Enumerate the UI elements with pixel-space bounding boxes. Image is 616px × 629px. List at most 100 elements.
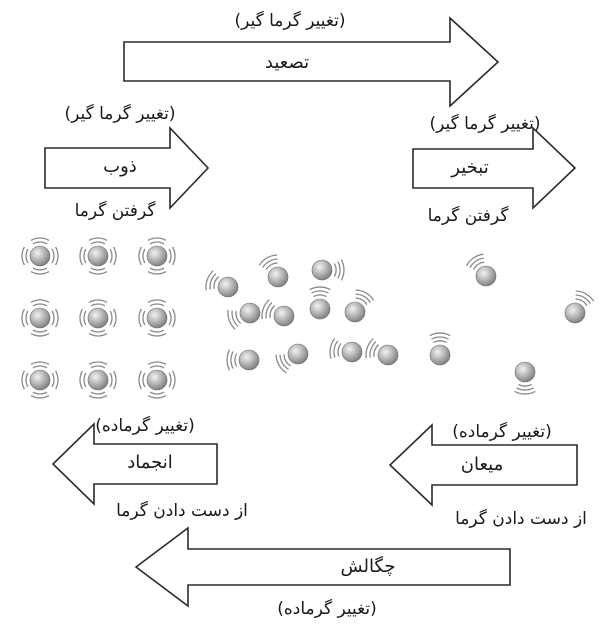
- vibration-arc: [30, 395, 50, 399]
- motion-arc: [337, 342, 342, 357]
- vibration-arc: [51, 372, 55, 388]
- motion-arc: [265, 262, 278, 270]
- deposition-arrow: [134, 526, 511, 608]
- motion-arc: [275, 354, 287, 374]
- vibration-arc: [142, 248, 146, 264]
- motion-arc: [235, 311, 242, 324]
- vibration-arc: [109, 372, 113, 388]
- vibration-arc: [147, 271, 167, 275]
- vibration-arc: [149, 329, 165, 333]
- liquid-particle: [238, 349, 260, 371]
- vibration-arc: [113, 246, 117, 266]
- vibration-arc: [149, 365, 165, 369]
- vibration-arc: [149, 241, 165, 245]
- vibration-arc: [142, 372, 146, 388]
- vibration-arc: [88, 299, 108, 303]
- vibration-arc: [79, 370, 83, 390]
- vibration-arc: [21, 370, 25, 390]
- motion-arc: [234, 353, 238, 367]
- melting-arrow: [44, 125, 210, 211]
- motion-arc: [226, 349, 231, 371]
- vibration-arc: [147, 299, 167, 303]
- solid-particle: [29, 369, 51, 391]
- motion-arc: [309, 286, 331, 291]
- vibration-arc: [147, 361, 167, 365]
- motion-arc: [337, 261, 341, 279]
- motion-arc: [469, 257, 484, 269]
- motion-arc: [433, 340, 447, 344]
- motion-arc: [209, 273, 217, 290]
- vibration-arc: [30, 299, 50, 303]
- motion-arc: [261, 299, 270, 320]
- motion-arc: [355, 289, 375, 301]
- freezing-heat-label: از دست دادن گرما: [116, 501, 248, 521]
- motion-arc: [333, 340, 339, 358]
- vibration-arc: [172, 370, 176, 390]
- liquid-particle: [267, 266, 289, 288]
- motion-arc: [516, 387, 534, 391]
- vibration-arc: [83, 372, 87, 388]
- vibration-arc: [172, 308, 176, 328]
- motion-arc: [227, 309, 236, 330]
- vibration-arc: [55, 246, 59, 266]
- evaporation-change-label: (تغییر گرما گیر): [429, 114, 541, 134]
- gas-particle: [514, 361, 536, 383]
- vibration-arc: [149, 303, 165, 307]
- solid-particle: [146, 307, 168, 329]
- vibration-arc: [83, 248, 87, 264]
- vibration-arc: [113, 308, 117, 328]
- motion-arc: [258, 254, 278, 266]
- vibration-arc: [90, 303, 106, 307]
- gas-particle: [475, 265, 497, 287]
- vibration-arc: [21, 246, 25, 266]
- vibration-arc: [32, 391, 48, 395]
- vibration-arc: [138, 308, 142, 328]
- vibration-arc: [30, 237, 50, 241]
- liquid-particle: [309, 298, 331, 320]
- freezing-change-label: (تغییر گرماده): [95, 416, 195, 436]
- vibration-arc: [90, 329, 106, 333]
- sublimation-label: تصعید: [264, 52, 310, 73]
- vibration-arc: [149, 267, 165, 271]
- motion-arc: [213, 276, 220, 289]
- liquid-particle: [239, 302, 261, 324]
- vibration-arc: [32, 365, 48, 369]
- solid-particle: [87, 307, 109, 329]
- motion-arc: [431, 336, 449, 340]
- vibration-arc: [51, 248, 55, 264]
- solid-particle: [146, 245, 168, 267]
- motion-arc: [279, 354, 289, 370]
- gas-particle: [564, 302, 586, 324]
- vibration-arc: [168, 372, 172, 388]
- liquid-particle: [341, 341, 363, 363]
- vibration-arc: [90, 241, 106, 245]
- particles-layer: [21, 237, 595, 399]
- vibration-arc: [90, 391, 106, 395]
- vibration-arc: [138, 246, 142, 266]
- evaporation-heat-label: گرفتن گرما: [427, 206, 509, 226]
- vibration-arc: [149, 391, 165, 395]
- sublimation-arrow: [123, 16, 500, 108]
- vibration-arc: [168, 248, 172, 264]
- melting-heat-label: گرفتن گرما: [74, 201, 156, 221]
- vibration-arc: [113, 370, 117, 390]
- motion-arc: [514, 390, 536, 395]
- vibration-arc: [51, 310, 55, 326]
- vibration-arc: [138, 370, 142, 390]
- motion-arc: [269, 305, 276, 318]
- liquid-particle: [377, 344, 399, 366]
- motion-arc: [283, 354, 291, 367]
- motion-arc: [369, 341, 377, 358]
- motion-arc: [329, 338, 336, 359]
- vibration-arc: [88, 395, 108, 399]
- vibration-arc: [109, 310, 113, 326]
- vibration-arc: [30, 271, 50, 275]
- vibration-arc: [147, 333, 167, 337]
- motion-arc: [231, 310, 239, 327]
- condensation-heat-label: از دست دادن گرما: [455, 509, 587, 529]
- solid-particle: [146, 369, 168, 391]
- vibration-arc: [25, 248, 29, 264]
- motion-arc: [265, 302, 273, 319]
